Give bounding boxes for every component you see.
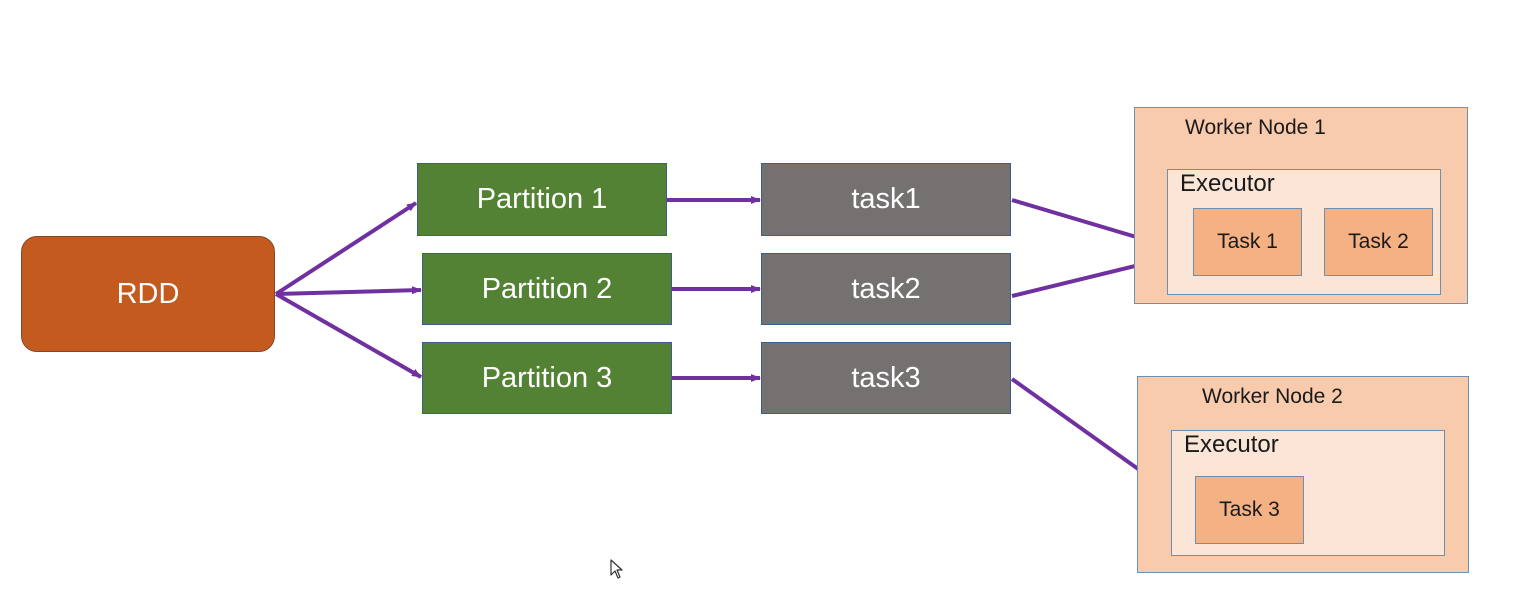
rdd-label: RDD	[116, 277, 180, 310]
worker-node-1-executor: Executor Task 1 Task 2	[1167, 169, 1441, 295]
mouse-pointer-icon	[610, 559, 623, 579]
rdd-box: RDD	[21, 236, 275, 352]
worker-node-2-title: Worker Node 2	[1202, 385, 1343, 408]
task2-box: task2	[761, 253, 1011, 325]
arrow-rdd-to-partition-1	[274, 201, 418, 296]
task2-label: task2	[851, 272, 921, 305]
task1-box: task1	[761, 163, 1011, 236]
executor-1-task-1-label: Task 1	[1217, 230, 1278, 253]
partition-3-label: Partition 3	[481, 361, 613, 394]
worker-node-2-executor: Executor Task 3	[1171, 430, 1445, 556]
task3-label: task3	[851, 361, 921, 394]
partition-1-label: Partition 1	[476, 183, 608, 215]
executor-2-task-3-label: Task 3	[1219, 498, 1280, 521]
partition-2-box: Partition 2	[422, 253, 672, 325]
arrow-rdd-to-partition-3	[275, 292, 422, 379]
partition-2-label: Partition 2	[481, 272, 613, 305]
executor-2-title: Executor	[1184, 431, 1279, 458]
executor-1-title: Executor	[1180, 170, 1275, 197]
worker-node-1-title: Worker Node 1	[1185, 116, 1326, 139]
partition-1-box: Partition 1	[417, 163, 667, 236]
executor-1-task-1: Task 1	[1193, 208, 1302, 276]
worker-node-2: Worker Node 2 Executor Task 3	[1137, 376, 1469, 573]
executor-1-task-2-label: Task 2	[1348, 230, 1409, 253]
task1-label: task1	[851, 183, 921, 215]
executor-1-task-2: Task 2	[1324, 208, 1433, 276]
executor-2-task-3: Task 3	[1195, 476, 1304, 544]
arrow-rdd-to-partition-2	[275, 286, 422, 296]
task3-box: task3	[761, 342, 1011, 414]
partition-3-box: Partition 3	[422, 342, 672, 414]
worker-node-1: Worker Node 1 Executor Task 1 Task 2	[1134, 107, 1468, 304]
